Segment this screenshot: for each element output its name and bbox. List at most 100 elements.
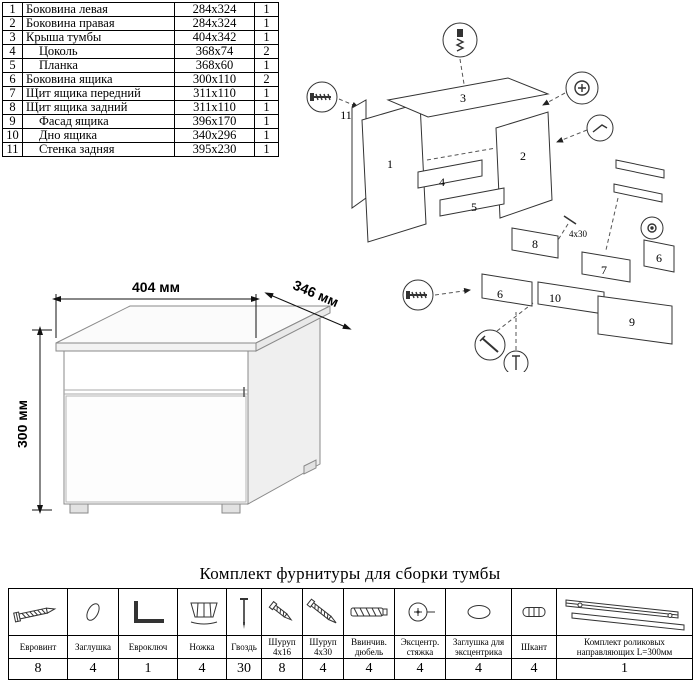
part-size: 311x110: [174, 86, 255, 101]
hardware-name: Эксцентр. стяжка: [394, 635, 446, 659]
hardware-name: Евровинт: [8, 635, 68, 659]
hardware-qty: 30: [226, 658, 262, 680]
hardware-qty: 4: [343, 658, 395, 680]
part-num: 7: [2, 86, 23, 101]
part-name: Боковина правая: [22, 16, 175, 31]
part-name: Дно ящика: [22, 128, 175, 143]
top-panel: [386, 77, 550, 118]
hardware-icon-row: [8, 588, 693, 636]
cabinet-leg: [69, 503, 89, 514]
part-size: 396x170: [174, 114, 255, 129]
drawer-side-left: [481, 273, 533, 307]
part-qty: 1: [254, 128, 279, 143]
drawer-back-shield: [511, 227, 559, 259]
cabinet-top-front-edge: [55, 342, 257, 352]
screw-in-dowel-icon: [350, 607, 388, 617]
part-qty: 1: [254, 58, 279, 73]
part-qty: 1: [254, 16, 279, 31]
hardware-qty: 4: [302, 658, 344, 680]
cabinet-3d-view: 404 мм 346 мм 300 мм: [18, 278, 352, 514]
hardware-qty: 4: [67, 658, 119, 680]
drawer-front: [65, 395, 247, 503]
part-num: 11: [2, 142, 23, 157]
plinth-strip: [417, 159, 483, 189]
width-dimension-label: 404 мм: [132, 279, 180, 295]
part-size: 300x110: [174, 72, 255, 87]
part-size: 284x324: [174, 2, 255, 17]
hardware-name: Евроключ: [118, 635, 178, 659]
part-size: 284x324: [174, 16, 255, 31]
hex-key-icon: [134, 601, 164, 623]
part-label-7: 7: [601, 263, 607, 277]
left-side-panel: [361, 102, 427, 243]
part-size: 368x60: [174, 58, 255, 73]
part-num: 6: [2, 72, 23, 87]
part-num: 1: [2, 2, 23, 17]
hardware-name: Заглушка: [67, 635, 119, 659]
part-label-6b: 6: [656, 251, 662, 265]
part-qty: 2: [254, 72, 279, 87]
cabinet-body: [55, 305, 331, 514]
part-num: 2: [2, 16, 23, 31]
hardware-name-row: Евровинт Заглушка Евроключ Ножка Гвоздь …: [8, 635, 693, 659]
hardware-table: Евровинт Заглушка Евроключ Ножка Гвоздь …: [8, 588, 693, 680]
part-name: Стенка задняя: [22, 142, 175, 157]
part-label-3: 3: [460, 91, 466, 105]
part-name: Крыша тумбы: [22, 30, 175, 45]
panel-shapes: [351, 77, 675, 345]
hardware-qty: 4: [394, 658, 446, 680]
part-num: 4: [2, 44, 23, 59]
part-size: 368x74: [174, 44, 255, 59]
top-strip: [439, 187, 505, 217]
hardware-name: Комплект роликовых направляющих L=300мм: [556, 635, 693, 659]
hardware-qty: 8: [8, 658, 68, 680]
part-label-11: 11: [340, 108, 352, 122]
part-name: Фасад ящика: [22, 114, 175, 129]
hardware-qty: 4: [511, 658, 557, 680]
leg-icon: [190, 602, 218, 625]
part-labels: 3 11 1 2 4 5 8 7 6 6 10 9 4x30: [340, 91, 662, 329]
part-label-4: 4: [439, 175, 445, 189]
exploded-view-diagram: 3 11 1 2 4 5 8 7 6 6 10 9 4x30: [306, 22, 675, 372]
drawer-slide-icon: [565, 599, 684, 631]
leader-lines: [338, 58, 619, 350]
part-qty: 2: [254, 44, 279, 59]
part-name: Цоколь: [22, 44, 175, 59]
part-num: 9: [2, 114, 23, 129]
drawer-side-right: [643, 239, 675, 273]
drawer-rail-left: [615, 159, 665, 179]
hardware-name: Ножка: [177, 635, 227, 659]
part-num: 5: [2, 58, 23, 73]
hardware-qty: 4: [445, 658, 512, 680]
part-size: 395x230: [174, 142, 255, 157]
screw-4x16-icon: [268, 600, 293, 621]
cam-cap-icon: [467, 605, 490, 619]
dimension-lines: [32, 292, 352, 514]
part-qty: 1: [254, 100, 279, 115]
cabinet-leg: [221, 503, 241, 514]
part-label-9: 9: [629, 315, 635, 329]
screw-size-label: 4x30: [569, 229, 588, 239]
cam-lock-icon: [408, 602, 435, 622]
part-name: Щит ящика передний: [22, 86, 175, 101]
hardware-qty-row: 8 4 1 4 30 8 4 4 4 4 4 1: [8, 658, 693, 680]
wooden-dowel-icon: [522, 607, 546, 617]
drawer-facade: [597, 295, 673, 345]
part-label-10: 10: [549, 291, 561, 305]
hardware-qty: 1: [118, 658, 178, 680]
hardware-qty: 8: [261, 658, 303, 680]
cabinet-leg: [303, 459, 317, 475]
part-label-2: 2: [520, 149, 526, 163]
part-label-5: 5: [471, 200, 477, 214]
